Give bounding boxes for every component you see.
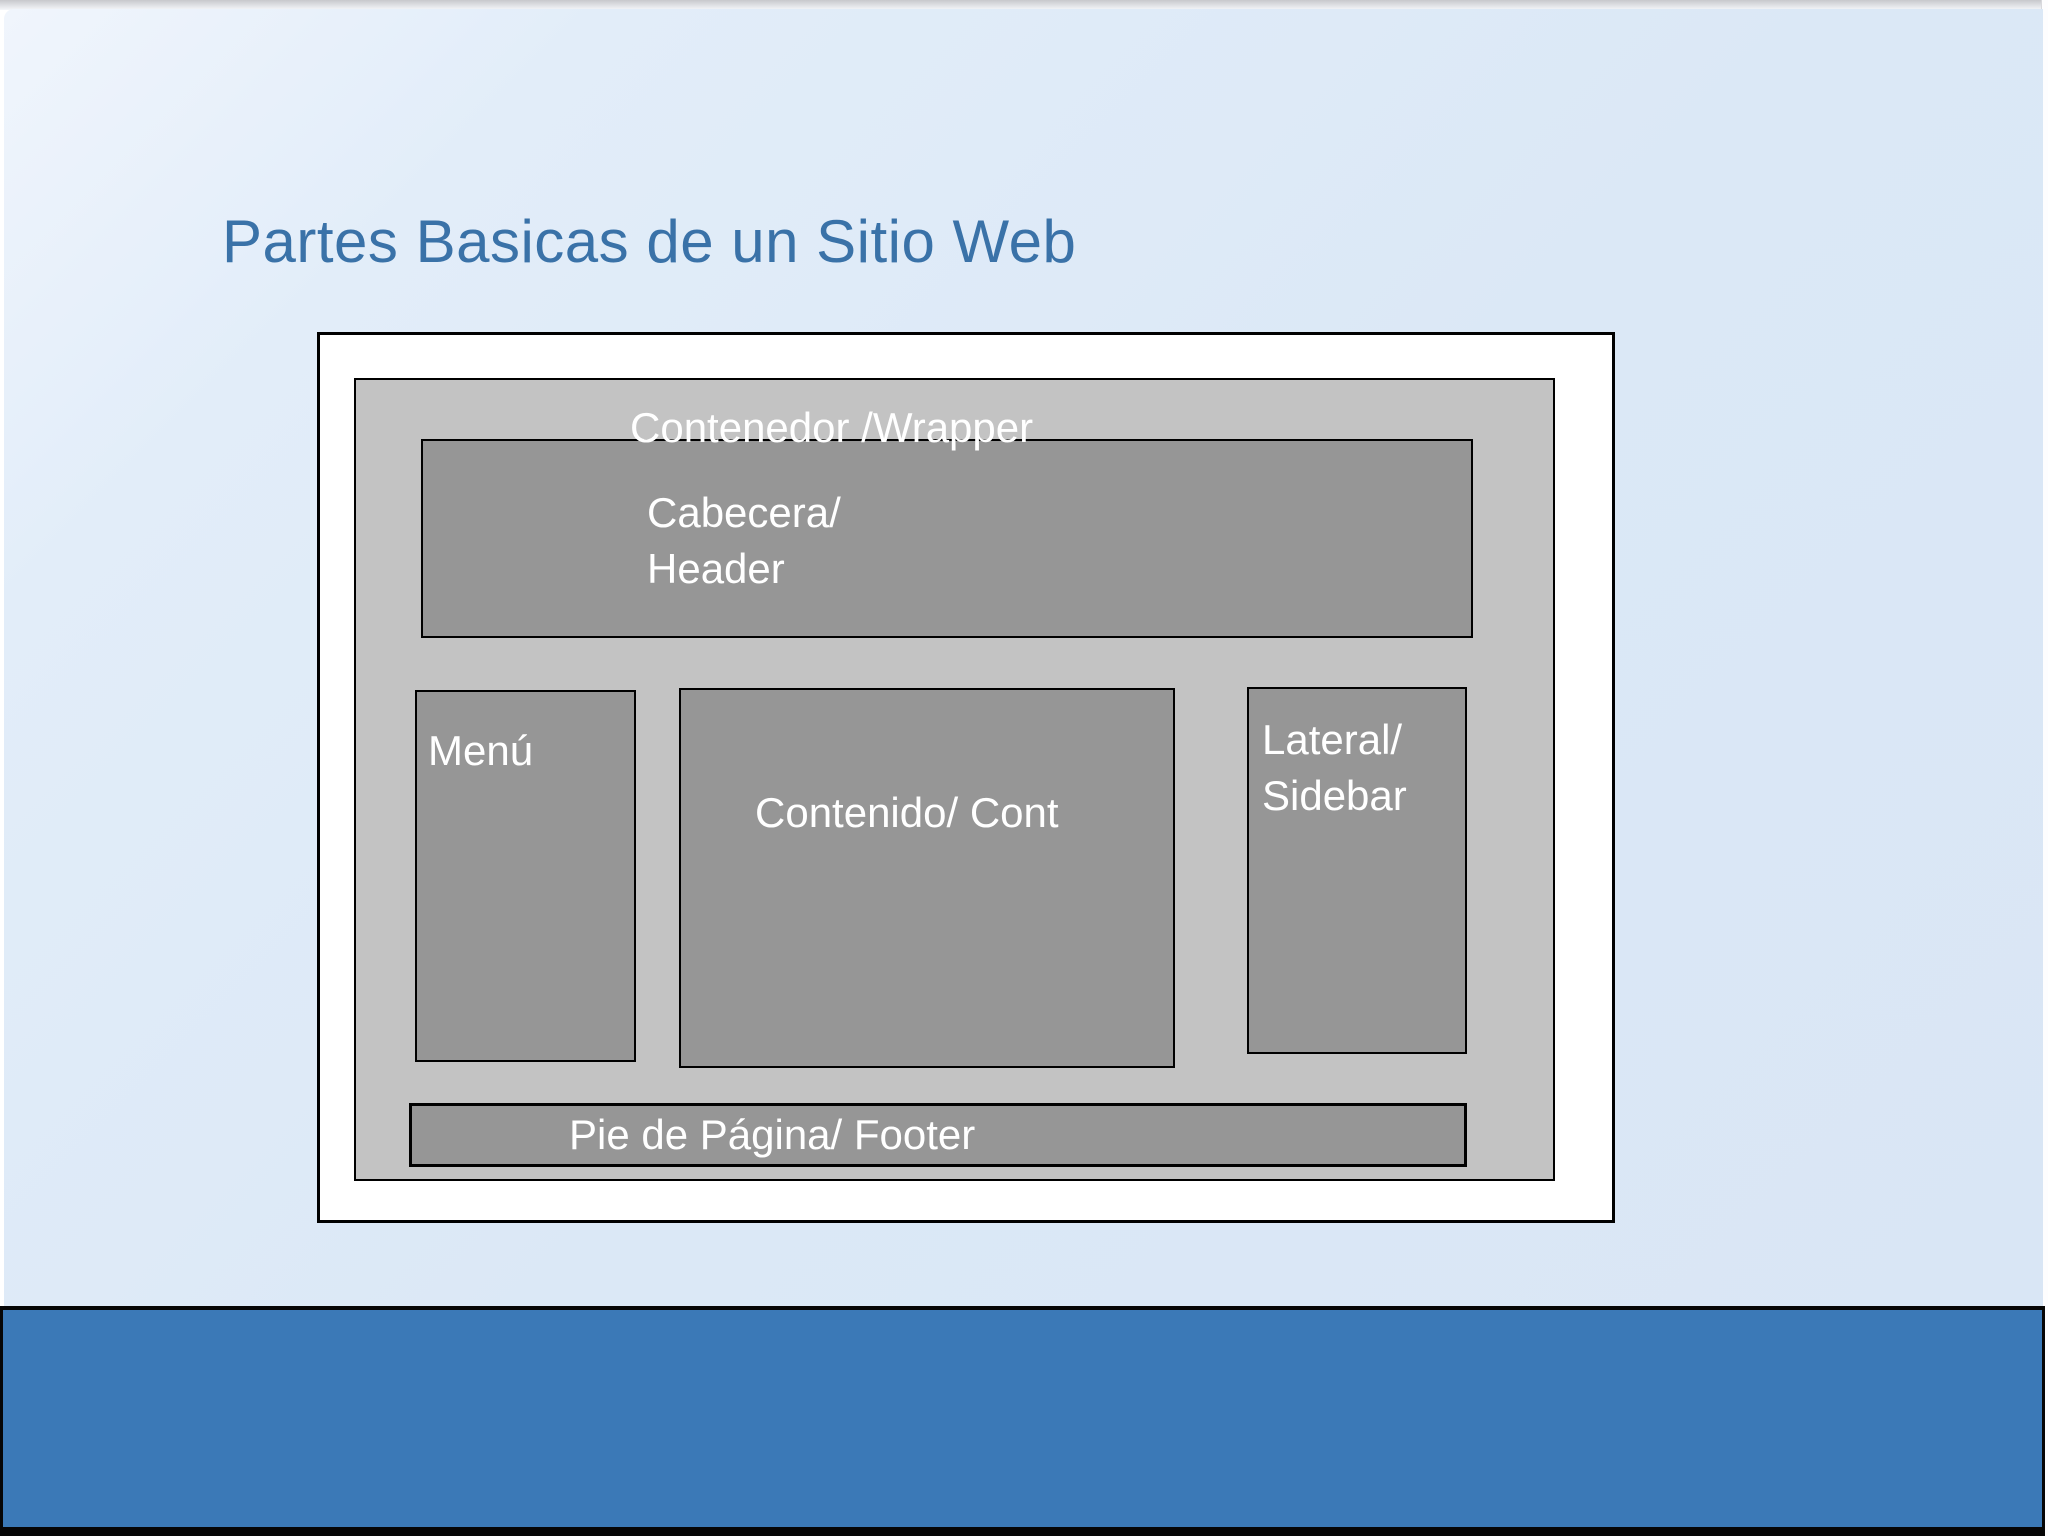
content-box	[679, 688, 1175, 1068]
window-top-edge	[0, 0, 2048, 10]
bottom-accent-band	[0, 1306, 2045, 1536]
sidebar-box	[1247, 687, 1467, 1054]
content-label: Contenido/ Cont	[755, 789, 1059, 836]
menu-label: Menú	[428, 727, 534, 774]
wrapper-label: Contenedor /Wrapper	[630, 404, 1034, 451]
footer-label: Pie de Página/ Footer	[569, 1111, 976, 1158]
header-label: Cabecera/ Header	[647, 489, 841, 592]
footer-box	[409, 1103, 1467, 1167]
menu-box	[415, 690, 636, 1062]
header-box	[421, 439, 1473, 638]
slide-title: Partes Basicas de un Sitio Web	[222, 208, 1077, 275]
sidebar-label: Lateral/ Sidebar	[1262, 716, 1407, 819]
